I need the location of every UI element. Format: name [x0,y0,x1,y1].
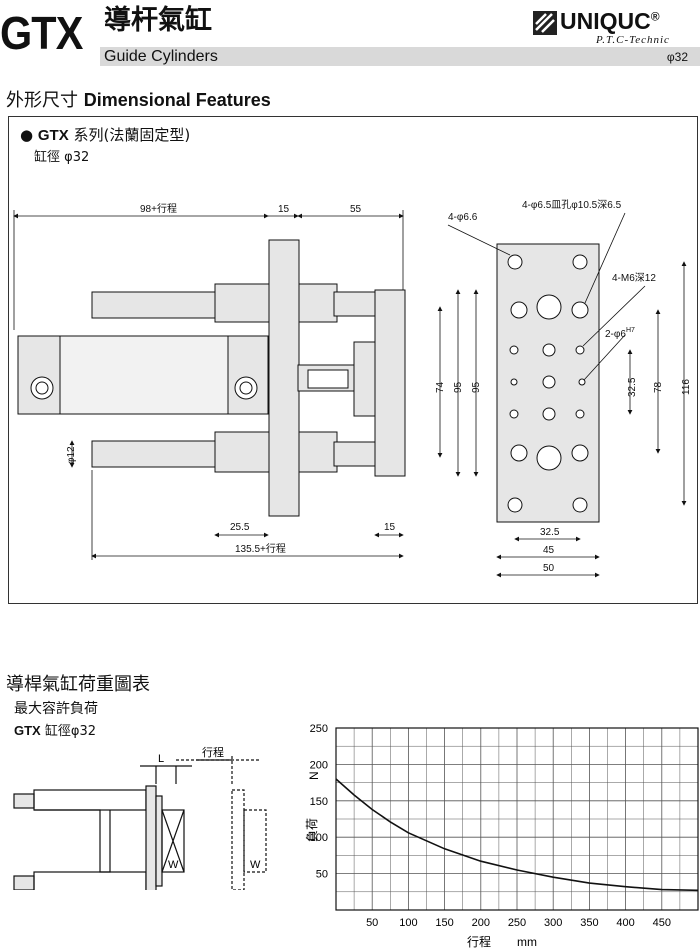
label-stroke: 行程 [202,746,224,759]
y-tick-label: 50 [316,869,328,881]
bore-label: 缸徑 φ32 [34,150,90,165]
y-tick-label: 100 [310,832,328,844]
y-axis-label: 負荷 [305,818,319,842]
y-tick-label: 150 [310,796,328,808]
y-tick-label: 200 [310,759,328,771]
x-tick-label: 350 [580,917,598,929]
model-code: GTX [0,7,83,59]
header-bar [100,47,700,66]
dim-2-phi6: 2-φ6H7 [605,327,635,340]
top-view [496,243,600,523]
load-curve [335,778,699,892]
dim-32-5-h: 32.5 [540,527,560,538]
label-W-1: W [168,859,179,871]
x-tick-label: 250 [508,917,526,929]
dim-phi12: φ12 [66,446,77,464]
plot-frame [335,727,699,911]
dim-78: 78 [653,381,664,393]
x-tick-label: 50 [366,917,378,929]
load-chart: 50 100 150 200 250 300 350 400 450 50 100 150 200 250… [305,723,699,948]
brand-subtitle: P.T.C-Technic [596,34,670,46]
x-tick-label: 400 [616,917,634,929]
dim-4-phi66: 4-φ6.6 [448,212,478,223]
dim-116: 116 [681,379,692,395]
dim-95-a: 95 [453,381,464,393]
x-axis-unit: mm [517,935,537,948]
dim-50: 50 [543,563,555,574]
dim-countersink: 4-φ6.5皿孔φ10.5深6.5 [522,199,622,211]
y-axis-unit: N [307,771,321,780]
dim-95-b: 95 [471,381,482,393]
dim-74: 74 [435,381,446,393]
series-subtitle: ● GTX 系列(法蘭固定型) [20,126,191,144]
load-diagram: L 行程 W W [13,746,267,890]
x-axis-label: 行程 [467,934,491,948]
dim-55: 55 [350,204,362,215]
dimension-drawing-frame [8,116,698,604]
load-model-label: GTX 缸徑φ32 [14,723,96,739]
dimension-labels: 98+行程 15 55 4-φ6.6 4-φ6.5皿孔φ10.5深6.5 4-M… [66,199,700,574]
x-tick-label: 450 [653,917,671,929]
dim-45: 45 [543,545,555,556]
x-tick-label: 100 [399,917,417,929]
section-title-dimensions: 外形尺寸 Dimensional Features [6,90,271,111]
y-tick-label: 250 [310,723,328,735]
dim-m6: 4-M6深12 [612,272,656,284]
brand-name: UNIQUC® [560,8,660,34]
title-chinese: 導杆氣缸 [104,5,212,36]
dim-32-5-v: 32.5 [627,377,638,397]
label-L: L [158,753,164,765]
dim-15-top: 15 [278,204,290,215]
title-english: Guide Cylinders [104,48,218,65]
bore-size: φ32 [666,50,688,64]
x-tick-label: 300 [544,917,562,929]
dim-98: 98+行程 [140,202,177,215]
dim-25-5: 25.5 [230,522,250,533]
brand-logo-icon [533,11,557,35]
dimension-lines [13,210,687,578]
port-icons [30,376,258,400]
section-title-load: 導桿氣缸荷重圖表 [6,674,150,695]
max-load-label: 最大容許負荷 [14,701,98,717]
x-tick-label: 200 [472,917,490,929]
dim-135-5: 135.5+行程 [235,542,286,555]
label-W-2: W [250,859,261,871]
side-view [17,239,406,517]
x-tick-label: 150 [435,917,453,929]
dim-15-bottom: 15 [384,522,396,533]
